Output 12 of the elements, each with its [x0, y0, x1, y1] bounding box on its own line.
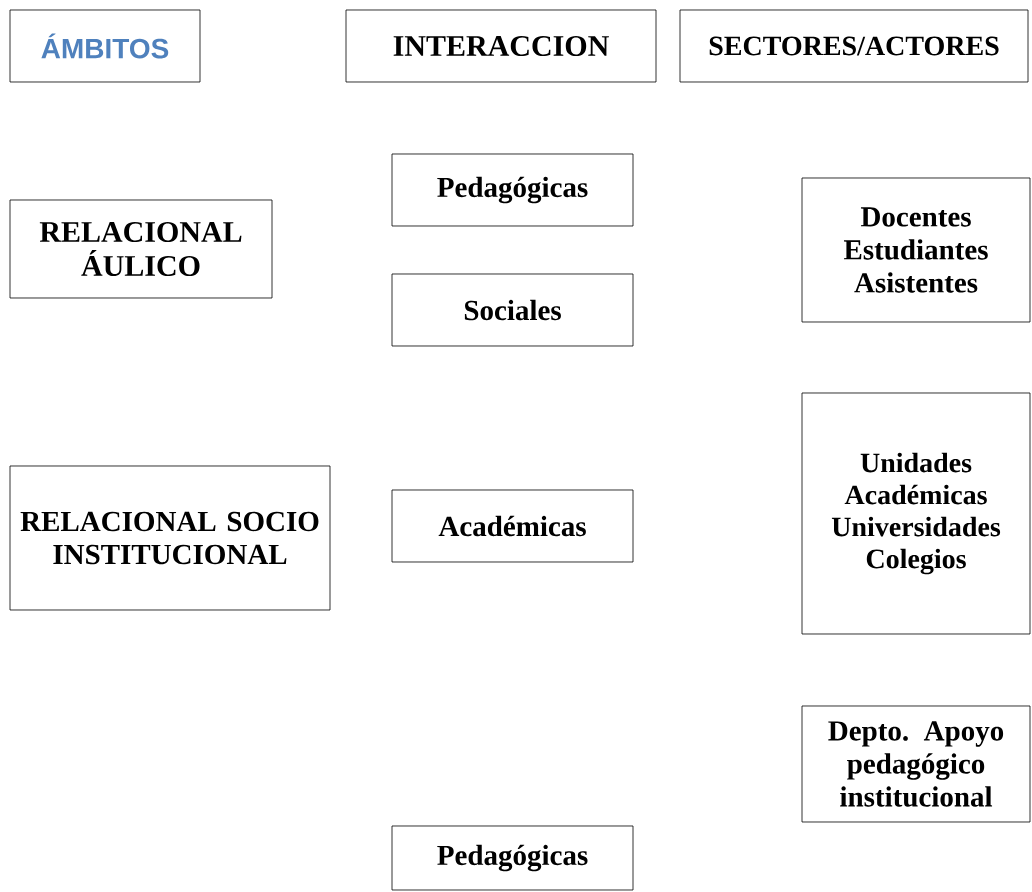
text-box: Académicas: [391, 489, 634, 563]
text-box: Unidades Académicas Universidades Colegios: [801, 392, 1031, 635]
text-box: Pedagógicas: [391, 153, 634, 227]
text-box: Pedagógicas: [391, 825, 634, 891]
text-box: ÁMBITOS: [9, 9, 201, 83]
text-box: RELACIONAL ÁULICO: [9, 199, 273, 299]
text-box: Depto. Apoyo pedagógico institucional: [801, 705, 1031, 823]
text-box: Sociales: [391, 273, 634, 347]
text-box: INTERACCION: [345, 9, 657, 83]
text-box: Docentes Estudiantes Asistentes: [801, 177, 1031, 323]
text-box: SECTORES/ACTORES: [679, 9, 1029, 83]
text-box: RELACIONAL SOCIO INSTITUCIONAL: [9, 465, 331, 611]
